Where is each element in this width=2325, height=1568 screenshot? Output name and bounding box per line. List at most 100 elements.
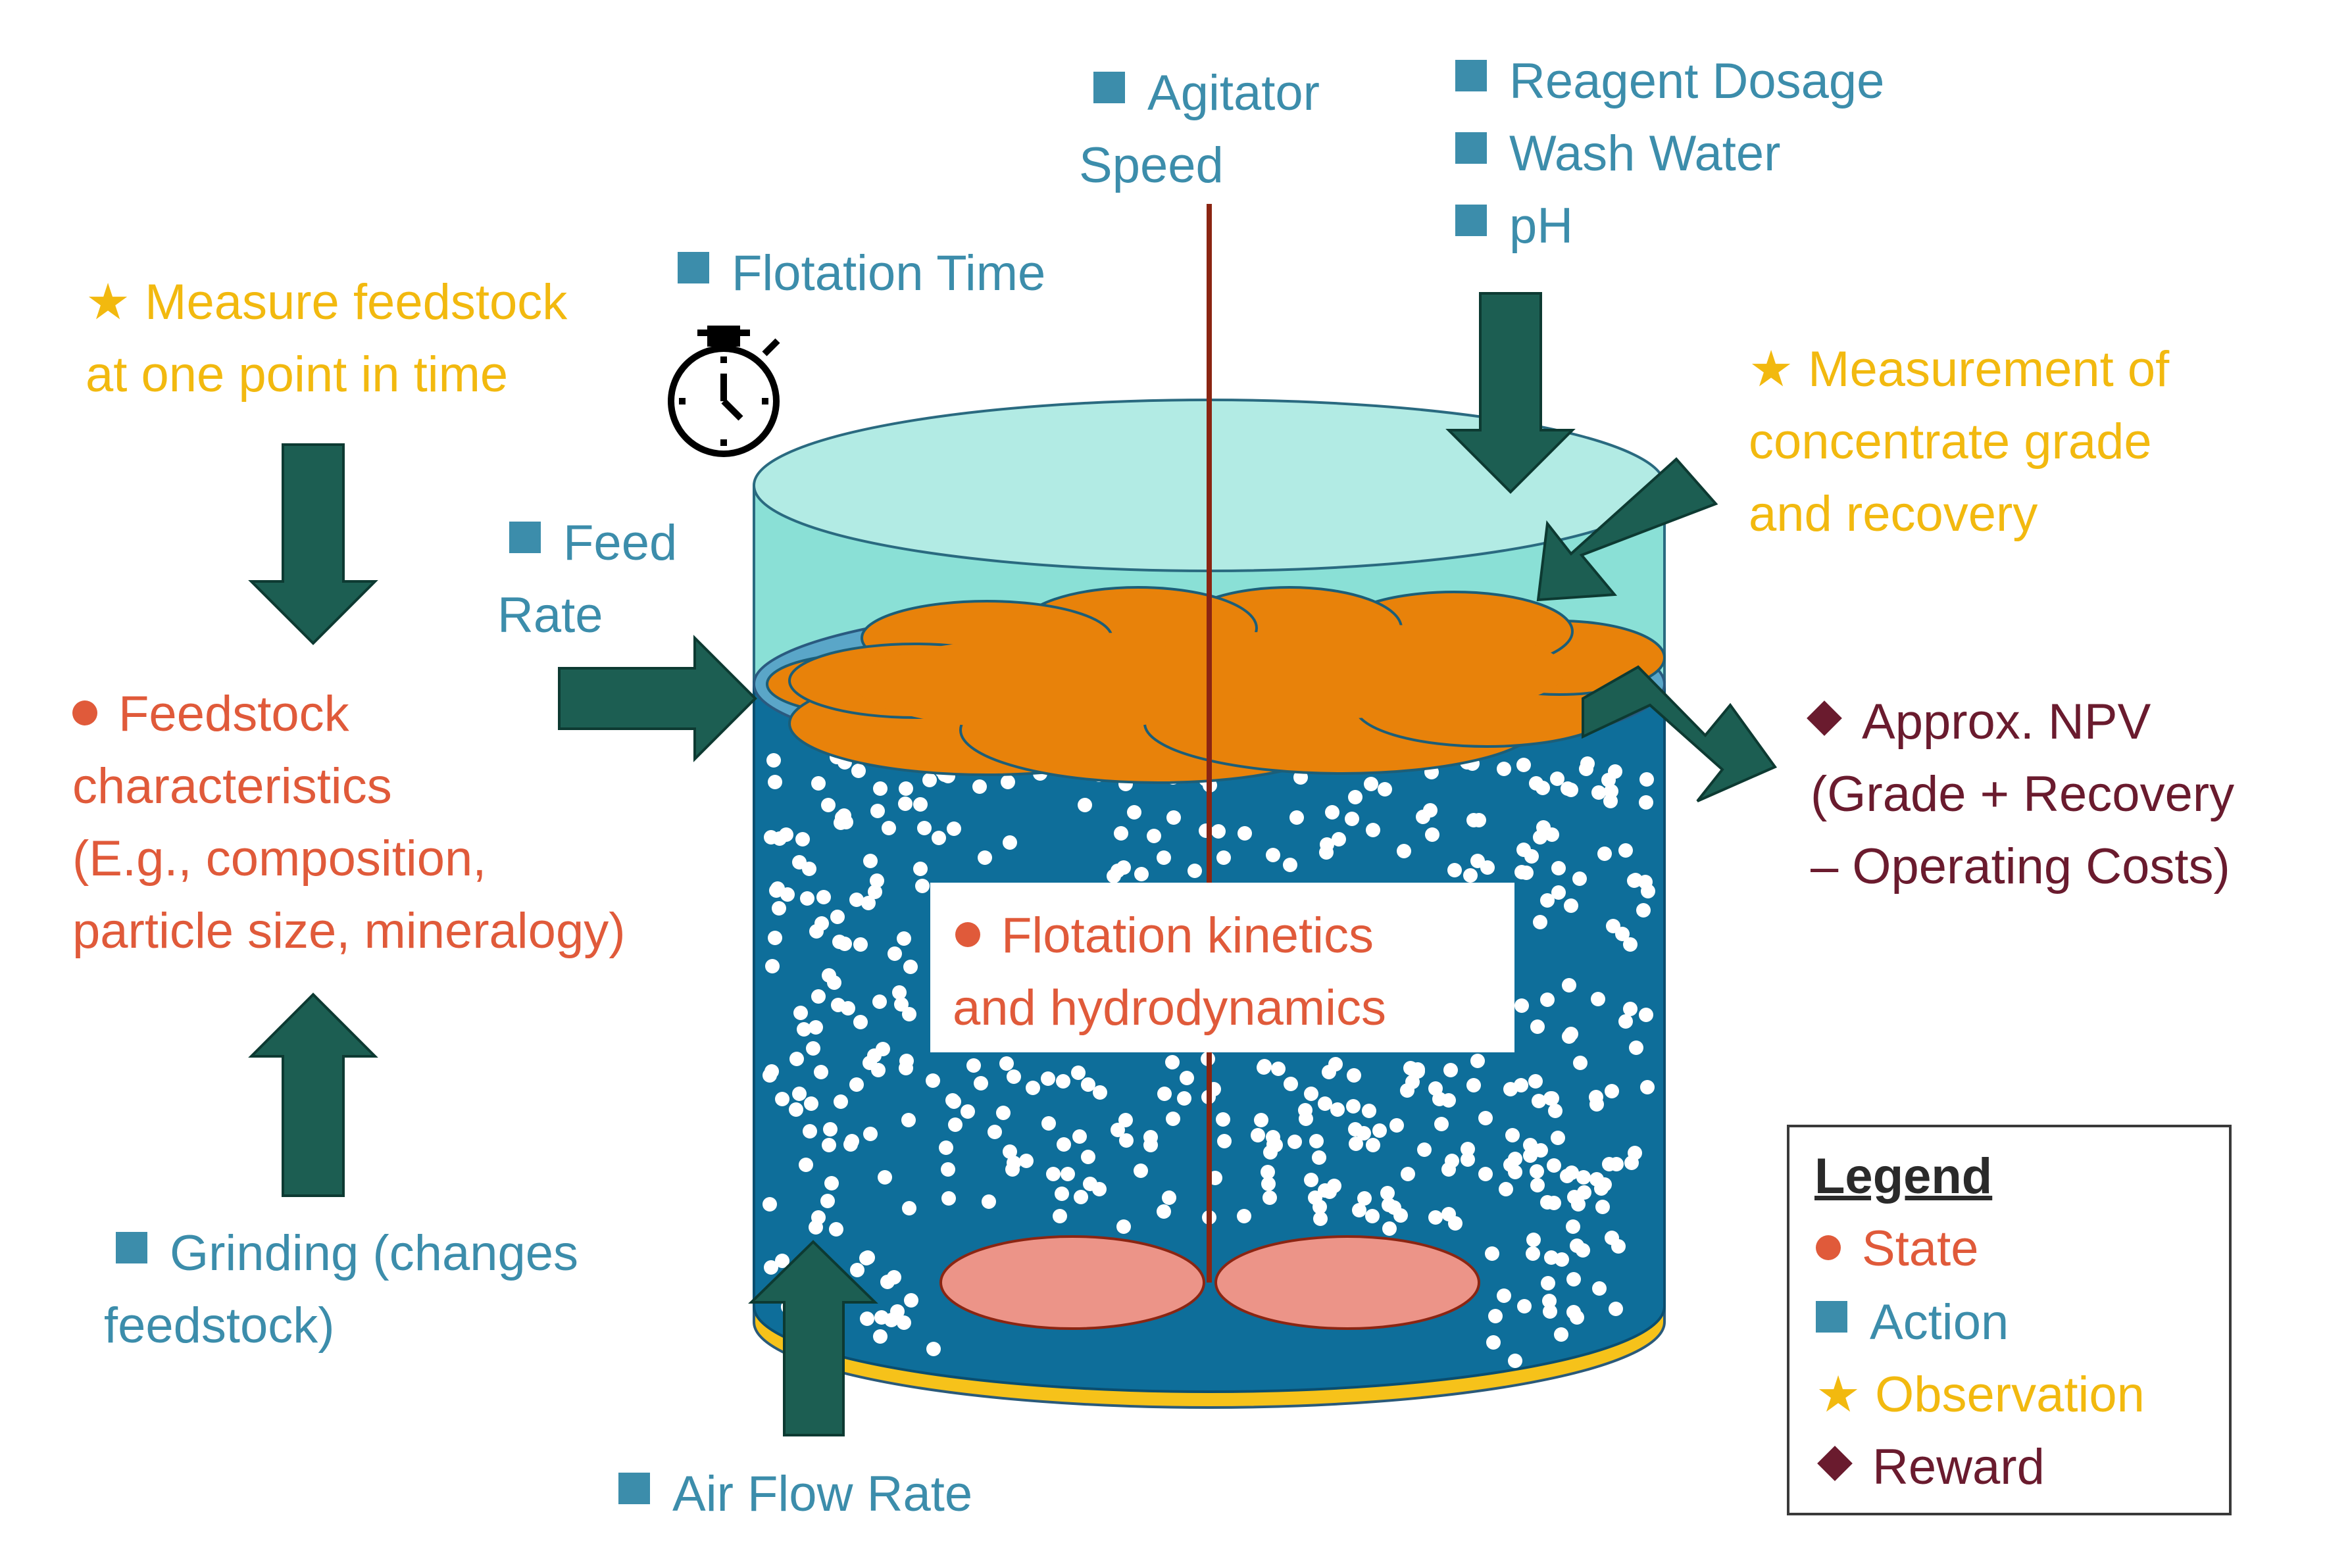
bubble — [1254, 1113, 1268, 1127]
bubble — [1177, 1091, 1191, 1106]
bubble — [789, 1052, 804, 1066]
bubble — [1378, 782, 1392, 796]
bubble — [1393, 1208, 1408, 1223]
wash-water-label: Wash Water — [1455, 117, 1780, 190]
bubble — [1001, 775, 1015, 789]
bubble — [853, 937, 868, 952]
bubble — [762, 1068, 777, 1083]
bubble — [1325, 805, 1339, 820]
bubble — [1592, 1281, 1607, 1296]
kinetics-label-box — [930, 883, 1514, 1052]
bubble — [932, 831, 946, 845]
bubble — [1372, 1123, 1387, 1138]
bubble — [890, 1304, 905, 1319]
bubble — [899, 781, 913, 796]
bubble — [1061, 1167, 1075, 1181]
bubble — [1576, 1170, 1591, 1185]
bubble — [1551, 861, 1566, 875]
bubble — [832, 935, 847, 949]
bubble — [1550, 772, 1564, 786]
bubble — [1261, 1165, 1275, 1179]
bubble — [1007, 1069, 1021, 1084]
bubble — [1629, 1041, 1643, 1055]
bubble — [1041, 1116, 1056, 1131]
bubble — [834, 1094, 848, 1109]
froth-layer — [766, 586, 1666, 784]
bubble — [1541, 1276, 1555, 1290]
bubble — [820, 1194, 835, 1208]
bubble — [1081, 1077, 1095, 1092]
bubble — [1548, 1104, 1562, 1118]
bubble — [1400, 1083, 1414, 1098]
state-dot-icon — [72, 700, 97, 725]
bubble — [892, 985, 907, 1000]
bubble — [811, 776, 826, 791]
grinding-label-2: feedstock) — [104, 1298, 335, 1354]
bubble — [1591, 992, 1605, 1006]
bubble — [1530, 1164, 1544, 1179]
bubble — [1257, 1059, 1272, 1073]
flotation-time-label: Flotation Time — [678, 237, 1045, 310]
bubble — [822, 1138, 836, 1152]
bubble — [1283, 858, 1297, 872]
feedstock-characteristics-label: Feedstock — [72, 677, 349, 750]
arrow-out-npv — [1582, 665, 1778, 802]
reward-diamond-icon — [1817, 1446, 1853, 1481]
bubble — [1119, 1133, 1134, 1148]
bubble — [1628, 873, 1643, 887]
bubble — [873, 781, 888, 796]
bubble — [1463, 868, 1478, 883]
action-square-icon — [1455, 132, 1487, 164]
bubble — [811, 1210, 826, 1225]
bubble — [823, 1122, 838, 1137]
bubble — [1573, 1056, 1588, 1070]
bubble — [1352, 1203, 1366, 1217]
bubble — [1313, 1212, 1328, 1226]
bubble — [1157, 1087, 1172, 1101]
bubble — [1636, 903, 1651, 918]
bubble — [1601, 773, 1616, 787]
measurement-concentrate-label-3: and recovery — [1749, 486, 2038, 542]
bubble — [1026, 1081, 1040, 1095]
bubble — [1547, 1196, 1561, 1210]
bubble — [974, 1076, 988, 1090]
bubble — [948, 1117, 963, 1132]
bubble — [872, 994, 887, 1009]
bubble — [1572, 871, 1587, 886]
bubble — [1397, 844, 1411, 858]
bubble — [1309, 1134, 1324, 1148]
bubble — [961, 1104, 975, 1119]
bubble — [762, 1197, 777, 1212]
bubble — [1083, 1177, 1097, 1191]
bubble — [1497, 762, 1511, 776]
arrow-right-feed-rate — [558, 635, 757, 762]
bubble — [1603, 794, 1618, 808]
bubble — [1072, 1129, 1087, 1144]
bubble — [904, 1293, 918, 1308]
bubble — [1497, 1288, 1511, 1303]
bubble — [764, 1260, 778, 1275]
bubble — [1318, 1183, 1332, 1198]
bubble — [1488, 1309, 1503, 1323]
bubble — [1217, 1134, 1232, 1148]
bubble — [1540, 893, 1555, 908]
bubble — [1003, 1144, 1017, 1159]
bubble — [1271, 1062, 1286, 1076]
bubble — [830, 910, 845, 924]
bubble — [821, 798, 836, 812]
legend-observation: ★Observation — [1816, 1359, 2145, 1431]
bubble — [860, 1311, 874, 1326]
feedstock-characteristics-label-4: particle size, mineralogy) — [72, 903, 626, 959]
bubble — [972, 779, 987, 794]
bubble — [814, 1065, 828, 1079]
bubble — [804, 1096, 818, 1111]
bubble — [1019, 1154, 1034, 1168]
bubble — [1055, 1187, 1069, 1201]
bubble — [1609, 1157, 1624, 1171]
bubble — [822, 968, 836, 983]
approx-npv-label: Approx. NPV — [1805, 685, 2151, 758]
bubble — [878, 1170, 892, 1185]
bubble — [1107, 869, 1121, 883]
bubble — [809, 1020, 823, 1035]
